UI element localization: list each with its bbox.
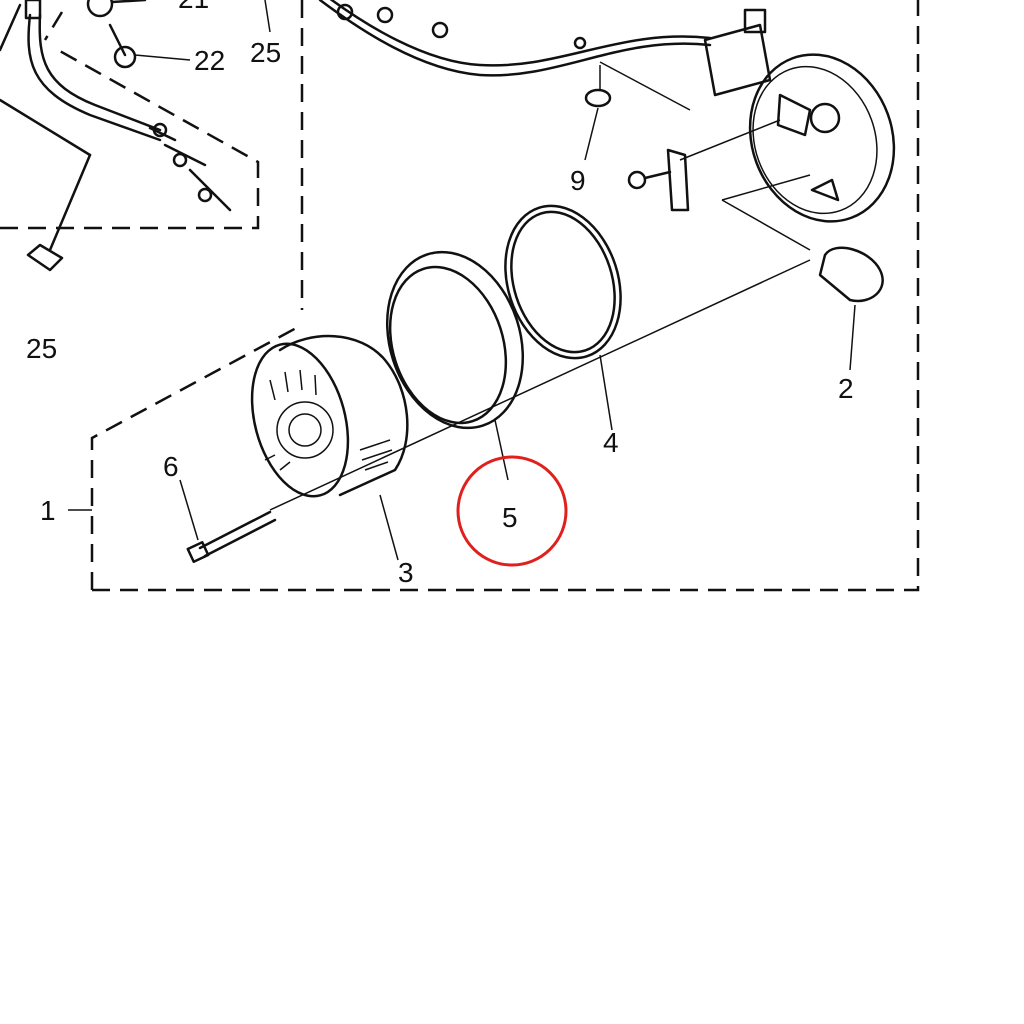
rim-5 — [385, 250, 525, 481]
label-22: 22 — [194, 45, 225, 76]
turn-signal-housing — [679, 8, 896, 223]
highlight-circle — [456, 455, 568, 567]
wire-harness-right — [318, 0, 712, 77]
label-6: 6 — [163, 451, 179, 482]
gasket-4 — [504, 204, 622, 431]
wire-harness-left — [0, 0, 232, 272]
label-2: 2 — [838, 373, 854, 404]
assembly-axis — [269, 259, 811, 511]
label-5: 5 — [502, 502, 518, 533]
lens-3 — [250, 334, 409, 561]
label-25-top: 25 — [250, 37, 281, 68]
screw-6 — [179, 479, 277, 563]
screw-21-22 — [86, 0, 271, 69]
bulb-2 — [721, 174, 884, 371]
label-3: 3 — [398, 557, 414, 588]
assembly-outline — [0, 0, 920, 592]
label-21: 21 — [178, 0, 209, 14]
bracket-screw — [627, 148, 690, 212]
label-4: 4 — [603, 427, 619, 458]
label-1: 1 — [40, 495, 56, 526]
grommet-9 — [584, 61, 691, 161]
label-25-left: 25 — [26, 333, 57, 364]
label-9: 9 — [570, 165, 586, 196]
